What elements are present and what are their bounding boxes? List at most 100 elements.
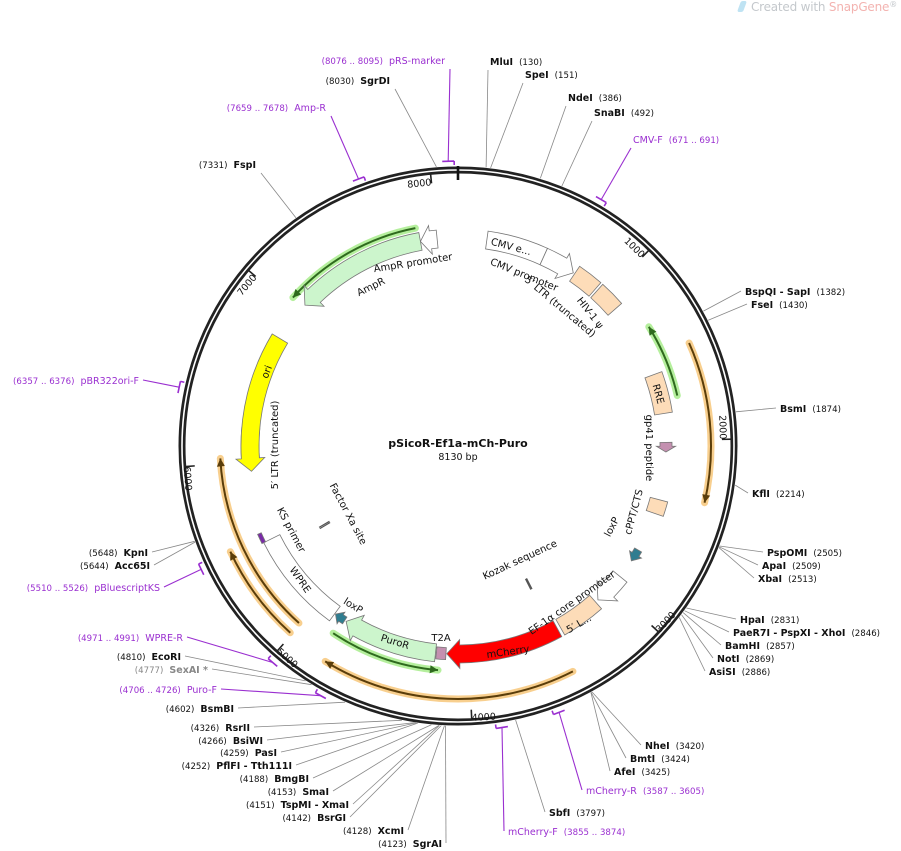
enzyme-leader-line [684,610,730,633]
plasmid-name: pSicoR-Ef1a-mCh-Puro [388,437,528,450]
enzyme-site-label[interactable]: MluI (130) [490,57,542,68]
enzyme-site-label[interactable]: BamHI (2857) [725,641,795,652]
enzyme-site-label[interactable]: NotI (2869) [717,654,774,665]
primer-label[interactable]: (8076 .. 8095) pRS-marker [322,56,446,67]
enzyme-site-label[interactable]: (4326) RsrII [191,723,250,734]
enzyme-site-label[interactable]: (4142) BsrGI [282,813,346,824]
enzyme-site-label[interactable]: (4810) EcoRI [117,652,181,663]
feature-wpre[interactable] [263,534,341,622]
orf-arrowhead-icon [216,458,225,467]
site-position: (2831) [771,616,800,626]
site-position: (5648) [89,549,118,559]
feature-hiv-1[interactable] [590,283,623,316]
enzyme-site-label[interactable]: (7331) FspI [199,160,256,171]
feature-ori[interactable] [234,333,289,472]
feature-ampr-promoter[interactable] [419,224,439,256]
orf-orange-arc[interactable] [216,454,303,627]
enzyme-site-label[interactable]: (4123) SgrAI [378,839,442,850]
feature-loxp[interactable] [628,547,643,562]
site-position: (2869) [746,655,775,665]
enzyme-leader-line [485,69,489,168]
feature-loxp[interactable] [335,611,348,625]
enzyme-site-label[interactable]: ApaI (2509) [762,561,821,572]
primer-label[interactable]: CMV-F (671 .. 691) [633,135,719,146]
enzyme-site-label[interactable]: (4777) SexAI * [135,665,208,676]
enzyme-site-label[interactable]: (4151) TspMI - XmaI [246,800,349,811]
orf-line [688,342,712,503]
feature-gp41-peptide[interactable] [654,441,678,453]
feature-rre[interactable] [644,371,673,416]
primer-label[interactable]: (5510 .. 5526) pBluescriptKS [27,583,160,594]
site-name: pBluescriptKS [94,583,160,594]
enzyme-site-label[interactable]: NheI (3420) [645,741,704,752]
snapgene-watermark: Created with SnapGene® [736,0,897,14]
feature-mcherry[interactable] [446,620,563,670]
enzyme-site-label[interactable]: (5644) Acc65I [80,561,150,572]
enzyme-site-label[interactable]: AfeI (3425) [614,767,670,778]
feature-5-ltr-truncated[interactable] [569,265,602,297]
enzyme-site-label[interactable]: AsiSI (2886) [709,667,770,678]
feature-label: 5′ LTR (truncated) [270,401,281,490]
feature-ampr[interactable] [303,232,423,307]
primer-binding-mark [352,176,367,182]
enzyme-site-label[interactable]: (4188) BmgBI [240,774,309,785]
feature-puror[interactable] [345,614,437,663]
orf-orange-arc[interactable] [685,339,715,507]
feature-ks-primer[interactable] [257,532,267,545]
enzyme-site-label[interactable]: BsmI (1874) [780,404,841,415]
enzyme-site-label[interactable]: PaeR7I - PspXI - XhoI (2846) [733,628,880,639]
site-name: CMV-F [633,135,663,146]
enzyme-site-label[interactable]: XbaI (2513) [758,574,817,585]
enzyme-site-label[interactable]: (5648) KpnI [89,548,148,559]
feature-label: T2A [430,633,450,644]
enzyme-leader-line [153,541,196,566]
enzyme-site-label[interactable]: FseI (1430) [751,300,808,311]
feature-cmv-promoter[interactable] [539,247,574,280]
orf-green-arc[interactable] [645,323,681,400]
enzyme-site-label[interactable]: (4602) BsmBI [166,704,234,715]
orf-orange-arc[interactable] [226,548,294,637]
feature-t2a[interactable] [435,646,447,661]
primer-binding-mark [494,724,508,730]
feature-ef-1-core-promoter[interactable] [596,570,628,602]
site-name: PaeR7I - PspXI - XhoI [733,628,845,639]
enzyme-leader-line [561,120,593,187]
primer-label[interactable]: mCherry-F (3855 .. 3874) [508,827,625,838]
primer-label[interactable]: (4971 .. 4991) WPRE-R [78,633,184,644]
enzyme-site-label[interactable]: (4153) SmaI [268,787,329,798]
enzyme-site-label[interactable]: SnaBI (492) [594,108,654,119]
feature-label: Factor Xa site [327,482,369,547]
enzyme-site-label[interactable]: BmtI (3424) [630,754,690,765]
enzyme-site-label[interactable]: HpaI (2831) [740,615,799,626]
enzyme-site-label[interactable]: (4128) XcmI [343,826,404,837]
feature-cppt-cts[interactable] [645,496,669,517]
enzyme-site-label[interactable]: SbfI (3797) [549,808,605,819]
enzyme-site-label[interactable]: (4252) PflFI - Tth111I [182,761,292,772]
feature-5-l[interactable] [555,594,603,636]
orf-green-arc[interactable] [329,629,442,674]
tick-mark [248,270,257,278]
enzyme-site-label[interactable]: KflI (2214) [752,489,805,500]
site-name: SexAI * [169,665,208,676]
enzyme-site-label[interactable]: BspQI - SapI (1382) [745,287,845,298]
site-name: BspQI - SapI [745,287,810,298]
enzyme-site-label[interactable]: (4259) PasI [220,748,277,759]
primer-label[interactable]: (4706 .. 4726) Puro-F [119,685,217,696]
enzyme-site-label[interactable]: (4266) BsiWI [198,736,263,747]
enzyme-site-label[interactable]: PspOMI (2505) [767,548,842,559]
primer-label[interactable]: (7659 .. 7678) Amp-R [227,103,327,114]
tick-mark [429,174,433,184]
enzyme-site-label[interactable]: SpeI (151) [525,70,578,81]
enzyme-site-label[interactable]: (8030) SgrDI [326,76,390,87]
orf-orange-arc[interactable] [321,657,577,703]
site-name: BamHI [725,641,760,652]
site-name: PflFI - Tth111I [216,761,292,772]
primer-binding-mark [551,709,565,716]
primer-label[interactable]: mCherry-R (3587 .. 3605) [586,786,704,797]
feature-site-mark[interactable] [524,578,533,590]
primer-label[interactable]: (6357 .. 6376) pBR322ori-F [13,376,139,387]
enzyme-leader-line [394,88,437,167]
enzyme-site-label[interactable]: NdeI (386) [568,93,622,104]
feature-site-mark[interactable] [318,520,331,530]
enzyme-leader-line [266,722,415,741]
